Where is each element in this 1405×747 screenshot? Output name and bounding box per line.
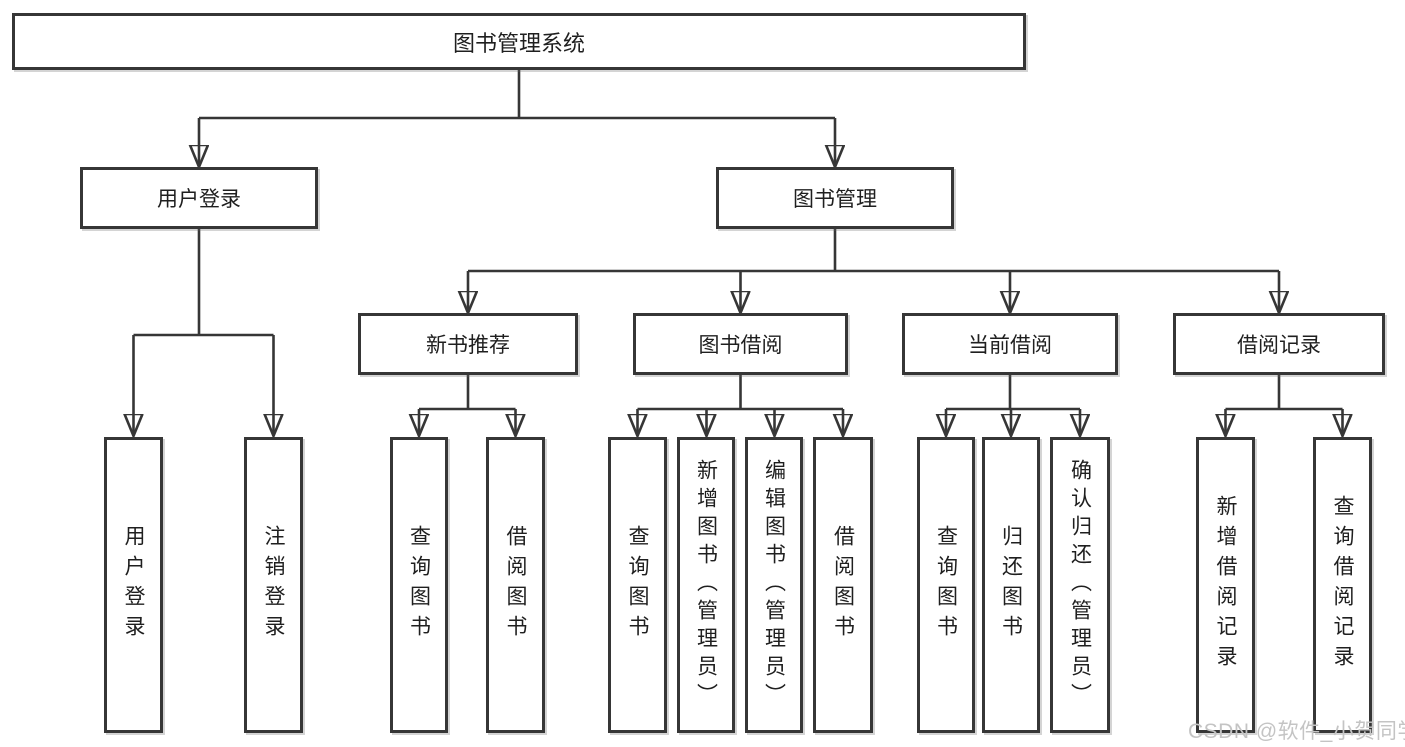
edges-new-book-recommend-to-leaves <box>419 375 516 434</box>
csdn-watermark: CSDN @软件_小贺同学 <box>1188 720 1405 743</box>
node-book-management: 图书管理 <box>716 167 954 229</box>
edges-book-management-to-level3 <box>468 229 1279 311</box>
leaf-current-query-books: 查询图书 <box>917 437 975 733</box>
node-user-login: 用户登录 <box>80 167 318 229</box>
edges-current-borrowing-to-leaves <box>946 375 1080 434</box>
leaf-records-query-borrow-record: 查询借阅记录 <box>1313 437 1372 733</box>
edges-user-login-to-leaves <box>134 229 274 434</box>
leaf-borrowing-query-books: 查询图书 <box>608 437 667 733</box>
leaf-records-add-borrow-record: 新增借阅记录 <box>1196 437 1255 733</box>
node-new-book-recommendation: 新书推荐 <box>358 313 578 375</box>
leaf-newbook-borrow-books: 借阅图书 <box>486 437 545 733</box>
leaf-newbook-query-books: 查询图书 <box>390 437 448 733</box>
leaf-logout: 注销登录 <box>244 437 303 733</box>
leaf-borrowing-add-books-admin: 新增图书（管理员） <box>677 437 735 733</box>
leaf-borrowing-borrow-books: 借阅图书 <box>813 437 873 733</box>
edges-book-borrowing-to-leaves <box>638 375 844 434</box>
leaf-user-login: 用户登录 <box>104 437 163 733</box>
leaf-borrowing-edit-books-admin: 编辑图书（管理员） <box>745 437 803 733</box>
leaf-current-return-books: 归还图书 <box>982 437 1040 733</box>
node-current-borrowing: 当前借阅 <box>902 313 1118 375</box>
leaf-current-confirm-return-admin: 确认归还（管理员） <box>1050 437 1110 733</box>
edges-root-to-level2 <box>199 70 835 165</box>
node-borrowing-records: 借阅记录 <box>1173 313 1385 375</box>
node-book-borrowing: 图书借阅 <box>633 313 848 375</box>
node-root-library-management-system: 图书管理系统 <box>12 13 1026 70</box>
edges-borrowing-records-to-leaves <box>1226 375 1343 434</box>
